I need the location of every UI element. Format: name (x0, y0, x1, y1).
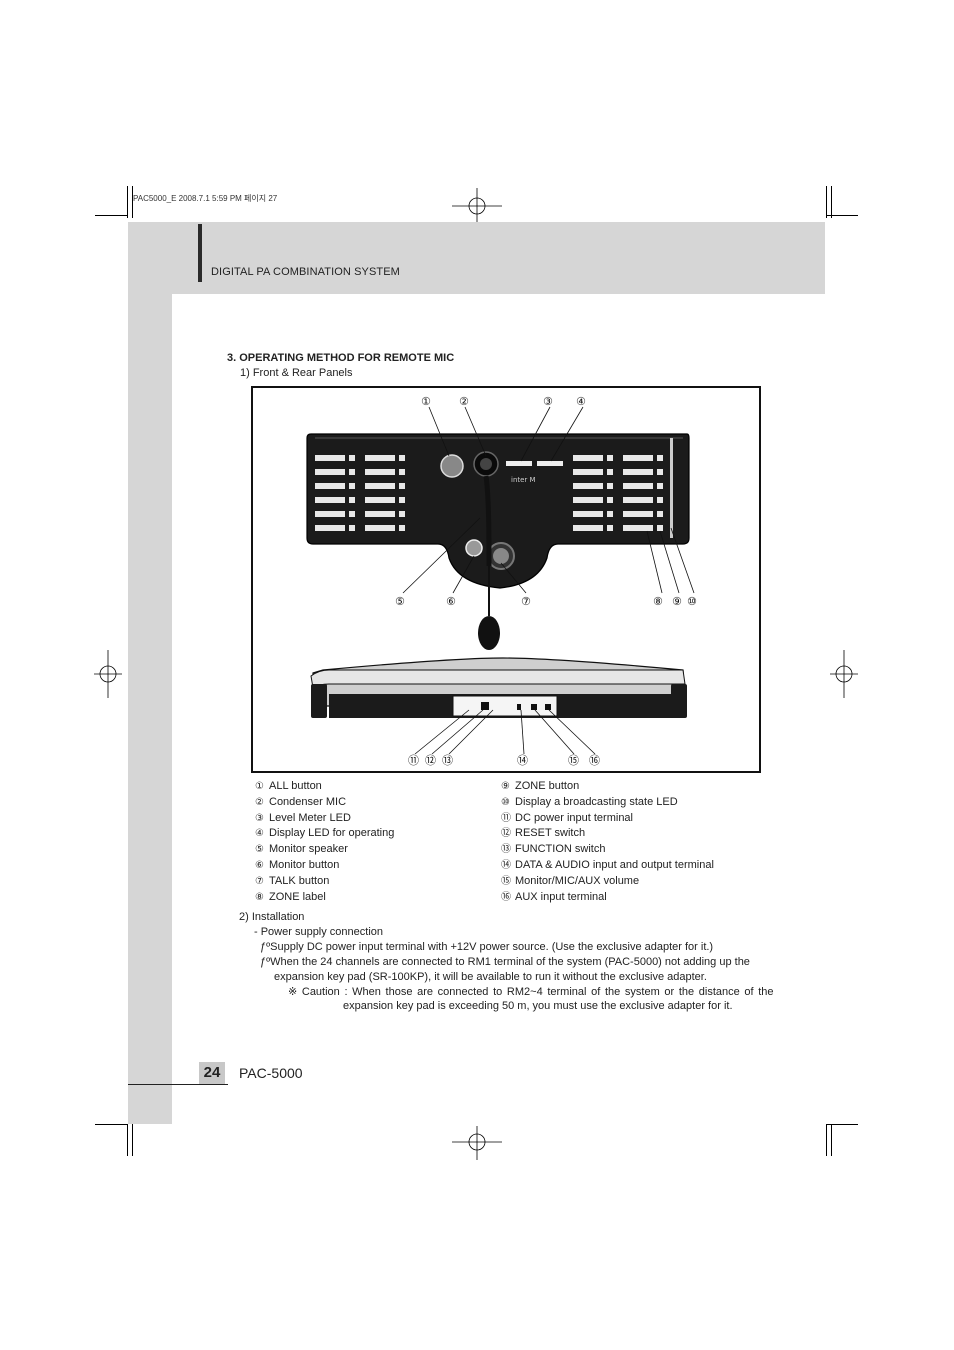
installation-subheading: - Power supply connection (254, 926, 384, 938)
caution-line-1: ※ Caution : When those are connected to … (288, 986, 774, 998)
callout-11: ⑪ (408, 754, 419, 767)
header-accent-bar (198, 224, 202, 282)
callout-3: ③ (543, 395, 553, 408)
footer-rule (128, 1084, 228, 1085)
section-title: 3. OPERATING METHOD FOR REMOTE MIC (227, 352, 455, 364)
callout-15: ⑮ (568, 754, 579, 767)
header-title: DIGITAL PA COMBINATION SYSTEM (211, 266, 400, 278)
panel-figure: inter M (251, 386, 761, 773)
callout-10: ⑩ (687, 595, 697, 608)
callout-4: ④ (576, 395, 586, 408)
crop-mark (826, 1124, 858, 1125)
callout-13: ⑬ (442, 754, 453, 767)
crop-mark (826, 186, 827, 218)
crop-mark (95, 215, 127, 216)
installation-para-1: ƒºSupply DC power input terminal with +1… (260, 941, 714, 953)
crop-mark (826, 215, 858, 216)
crop-mark (132, 186, 133, 218)
header-band (128, 222, 825, 294)
crop-mark (831, 186, 832, 218)
crop-mark (95, 1124, 127, 1125)
model-name: PAC-5000 (239, 1065, 303, 1081)
crop-mark (831, 1124, 832, 1156)
callout-8: ⑧ (653, 595, 663, 608)
crop-mark (127, 1124, 128, 1156)
print-info: PAC5000_E 2008.7.1 5:59 PM 페이지 27 (133, 194, 278, 203)
callout-12: ⑫ (425, 754, 436, 767)
section-subtitle: 1) Front & Rear Panels (240, 367, 353, 379)
installation-heading: 2) Installation (239, 911, 305, 923)
caution-line-2: expansion key pad is exceeding 50 m, you… (343, 1000, 733, 1012)
panel-illustration: inter M (306, 395, 697, 767)
callout-2: ② (459, 395, 469, 408)
callout-16: ⑯ (589, 754, 600, 767)
installation-para-2b: expansion key pad (SR-100KP), it will be… (274, 971, 707, 983)
callout-14: ⑭ (517, 754, 528, 767)
crop-mark (132, 1124, 133, 1156)
crop-mark (127, 186, 128, 218)
callout-6: ⑥ (446, 595, 456, 608)
page-number: 24 (199, 1062, 225, 1084)
callout-9: ⑨ (672, 595, 682, 608)
callout-5: ⑤ (395, 595, 405, 608)
callout-7: ⑦ (521, 595, 531, 608)
crop-mark (826, 1124, 827, 1156)
callout-1: ① (421, 395, 431, 408)
installation-para-2a: ƒºWhen the 24 channels are connected to … (260, 956, 750, 968)
brand-logo: inter M (511, 476, 536, 484)
side-band (128, 222, 172, 1124)
